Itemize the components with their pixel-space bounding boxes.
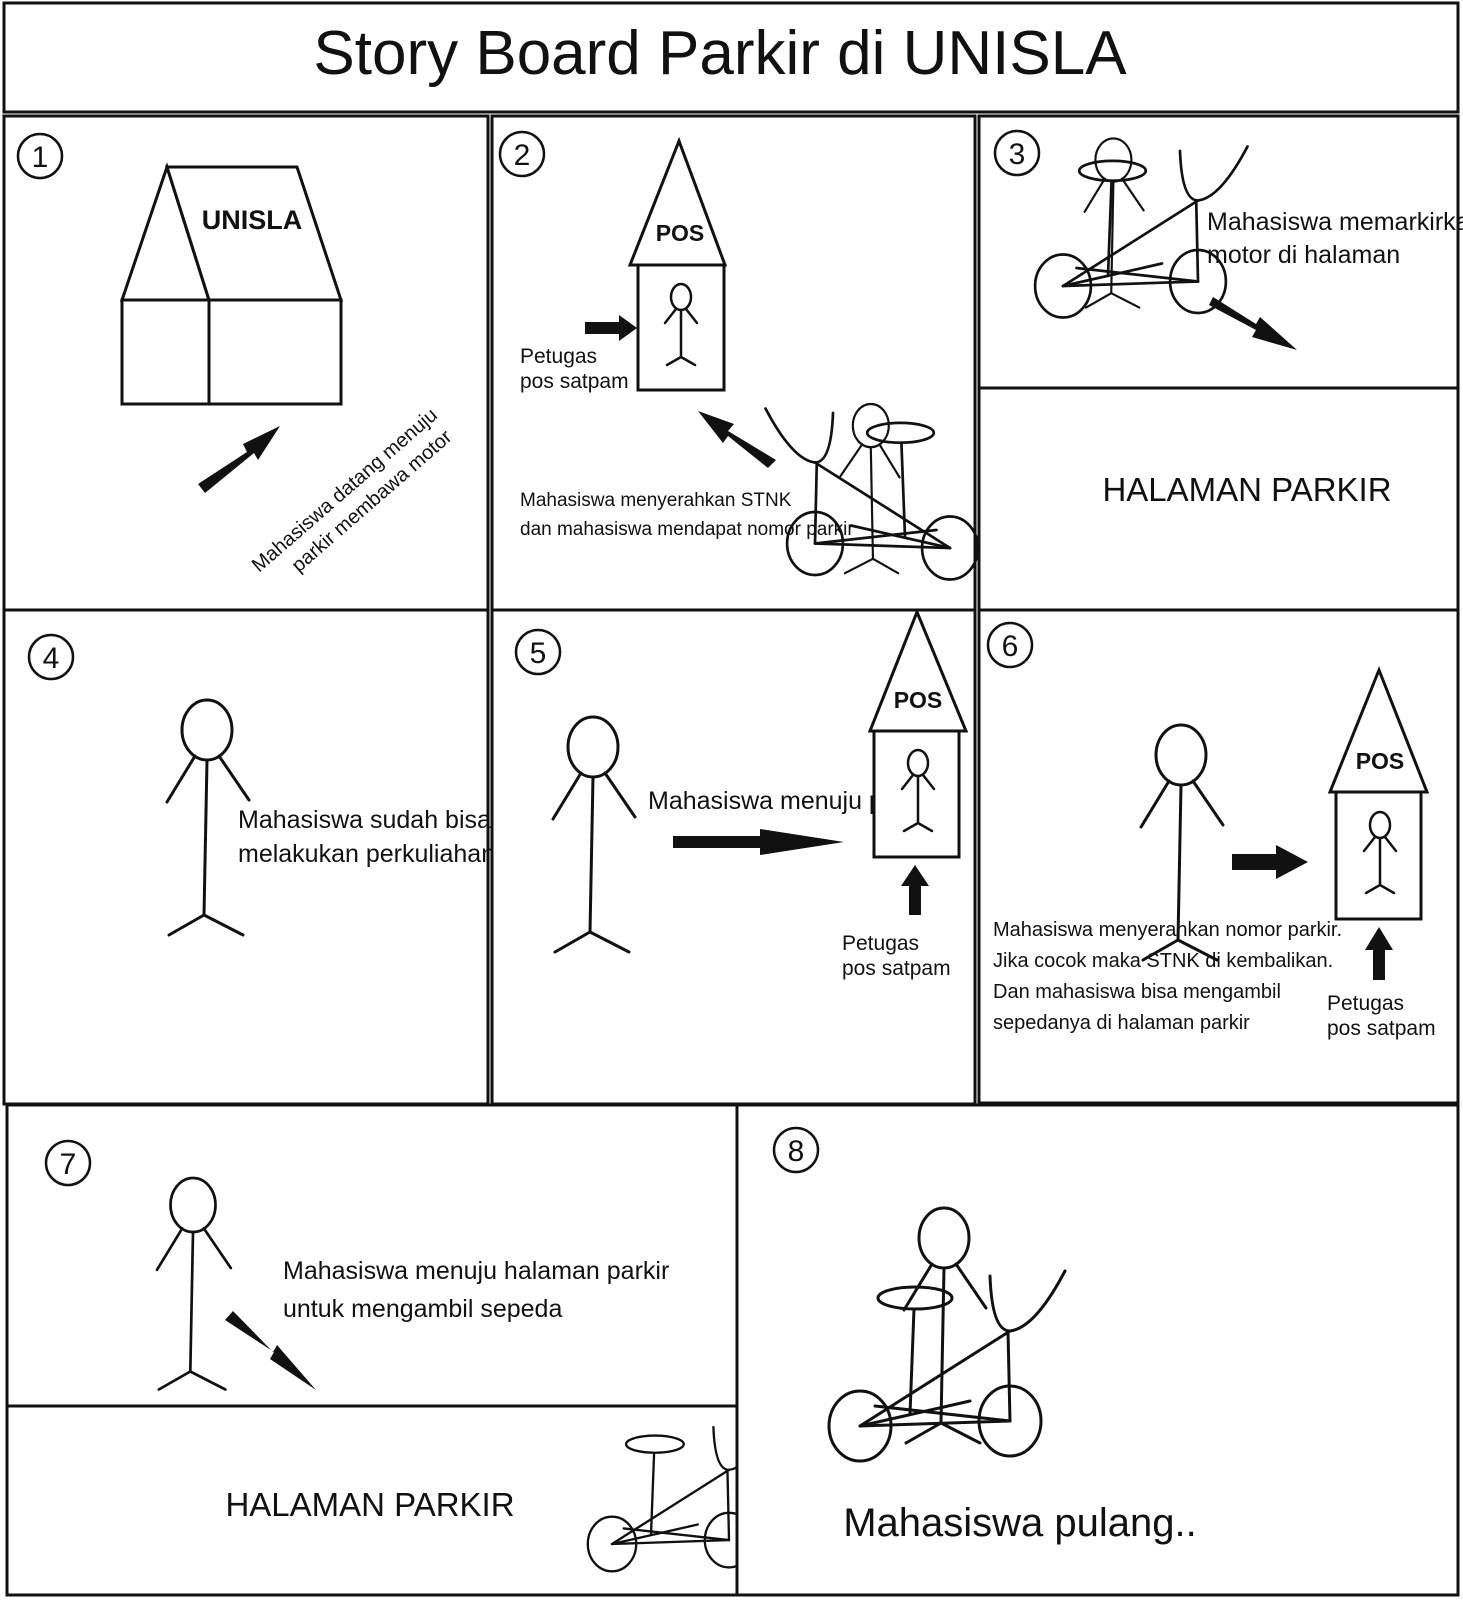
parking-area-label: HALAMAN PARKIR [225, 1486, 514, 1523]
panel-6: 6 POS Petugas pos satpam Mahasiswa menye… [977, 608, 1460, 1105]
arrow-icon [225, 1311, 316, 1390]
campus-building-icon [119, 162, 344, 406]
officer-label: Petugas [842, 932, 919, 955]
arrow-icon [698, 411, 776, 468]
caption: Mahasiswa menuju pos [648, 787, 909, 815]
panel-number [514, 628, 562, 676]
guard-post-icon [867, 607, 969, 859]
caption: Mahasiswa pulang.. [843, 1501, 1197, 1545]
officer-label: pos satpam [520, 370, 629, 393]
storyboard-title: Story Board Parkir di UNISLA [313, 19, 1127, 88]
caption-line: Jika cocok maka STNK di kembalikan. [993, 950, 1333, 972]
caption-line: Mahasiswa menyerahkan nomor parkir. [993, 919, 1342, 941]
caption-line: sepedanya di halaman parkir [993, 1012, 1250, 1034]
title-box [2, 1, 1460, 114]
caption-line: untuk mengambil sepeda [283, 1295, 562, 1323]
panel-1: 1 UNISLA Mahasiswa datang menuju parkir … [2, 114, 490, 612]
panel-4: 4 Mahasiswa sudah bisa melakukan perkuli… [2, 608, 495, 1106]
panel-number [993, 129, 1041, 177]
arrow-icon [1365, 927, 1393, 980]
panel-number-label: 5 [530, 637, 547, 670]
post-sign: POS [656, 220, 705, 246]
panel-7: 7 Mahasiswa menuju halaman parkir untuk … [5, 1103, 774, 1597]
panel-number [44, 1139, 92, 1187]
panel-number [772, 1126, 820, 1174]
caption-line: melakukan perkuliahan [238, 840, 495, 868]
panel-number-label: 2 [514, 139, 531, 172]
caption-line: Mahasiswa menuju halaman parkir [283, 1257, 669, 1285]
arrow-icon [198, 426, 280, 493]
arrow-icon [585, 315, 637, 341]
panel-number [986, 621, 1034, 669]
panel-3: 3 Mahasiswa memarkirkan motor di halaman… [977, 114, 1463, 612]
parking-area-label: HALAMAN PARKIR [1102, 471, 1391, 508]
panel-number-label: 3 [1009, 138, 1026, 171]
panel-number [16, 132, 64, 180]
panel-number-label: 6 [1002, 630, 1019, 663]
panel-5: 5 Mahasiswa menuju pos POS Petugas pos s… [490, 607, 977, 1106]
panel-8: 8 Mahasiswa pulang.. [735, 1103, 1460, 1597]
panel-number-label: 1 [32, 141, 49, 174]
panel-number-label: 7 [60, 1148, 77, 1181]
officer-label: Petugas [1327, 992, 1404, 1015]
building-sign: UNISLA [202, 205, 303, 235]
arrow-icon [1209, 297, 1297, 350]
caption-line: Mahasiswa menyerahkan STNK [520, 490, 792, 511]
caption-line: dan mahasiswa mendapat nomor parkir [520, 519, 854, 540]
officer-label: pos satpam [1327, 1017, 1436, 1040]
caption-line: Mahasiswa memarkirkan [1207, 208, 1463, 236]
panel-number-label: 4 [43, 642, 60, 675]
arrow-icon [1232, 845, 1308, 879]
officer-label: Petugas [520, 345, 597, 368]
panel-number [498, 130, 546, 178]
arrow-icon [673, 829, 844, 855]
guard-post-icon [627, 136, 728, 392]
post-sign: POS [894, 687, 943, 713]
arrow-icon [901, 865, 929, 915]
post-sign: POS [1356, 748, 1405, 774]
caption-line: Dan mahasiswa bisa mengambil [993, 981, 1281, 1003]
caption-line: motor di halaman [1207, 241, 1400, 269]
panel-number-label: 8 [788, 1135, 805, 1168]
panel-2: 2 POS Petugas pos satpam Mahasiswa menye… [490, 114, 980, 612]
caption-line: Mahasiswa sudah bisa [238, 806, 491, 834]
panel-number [27, 633, 75, 681]
officer-label: pos satpam [842, 957, 951, 980]
